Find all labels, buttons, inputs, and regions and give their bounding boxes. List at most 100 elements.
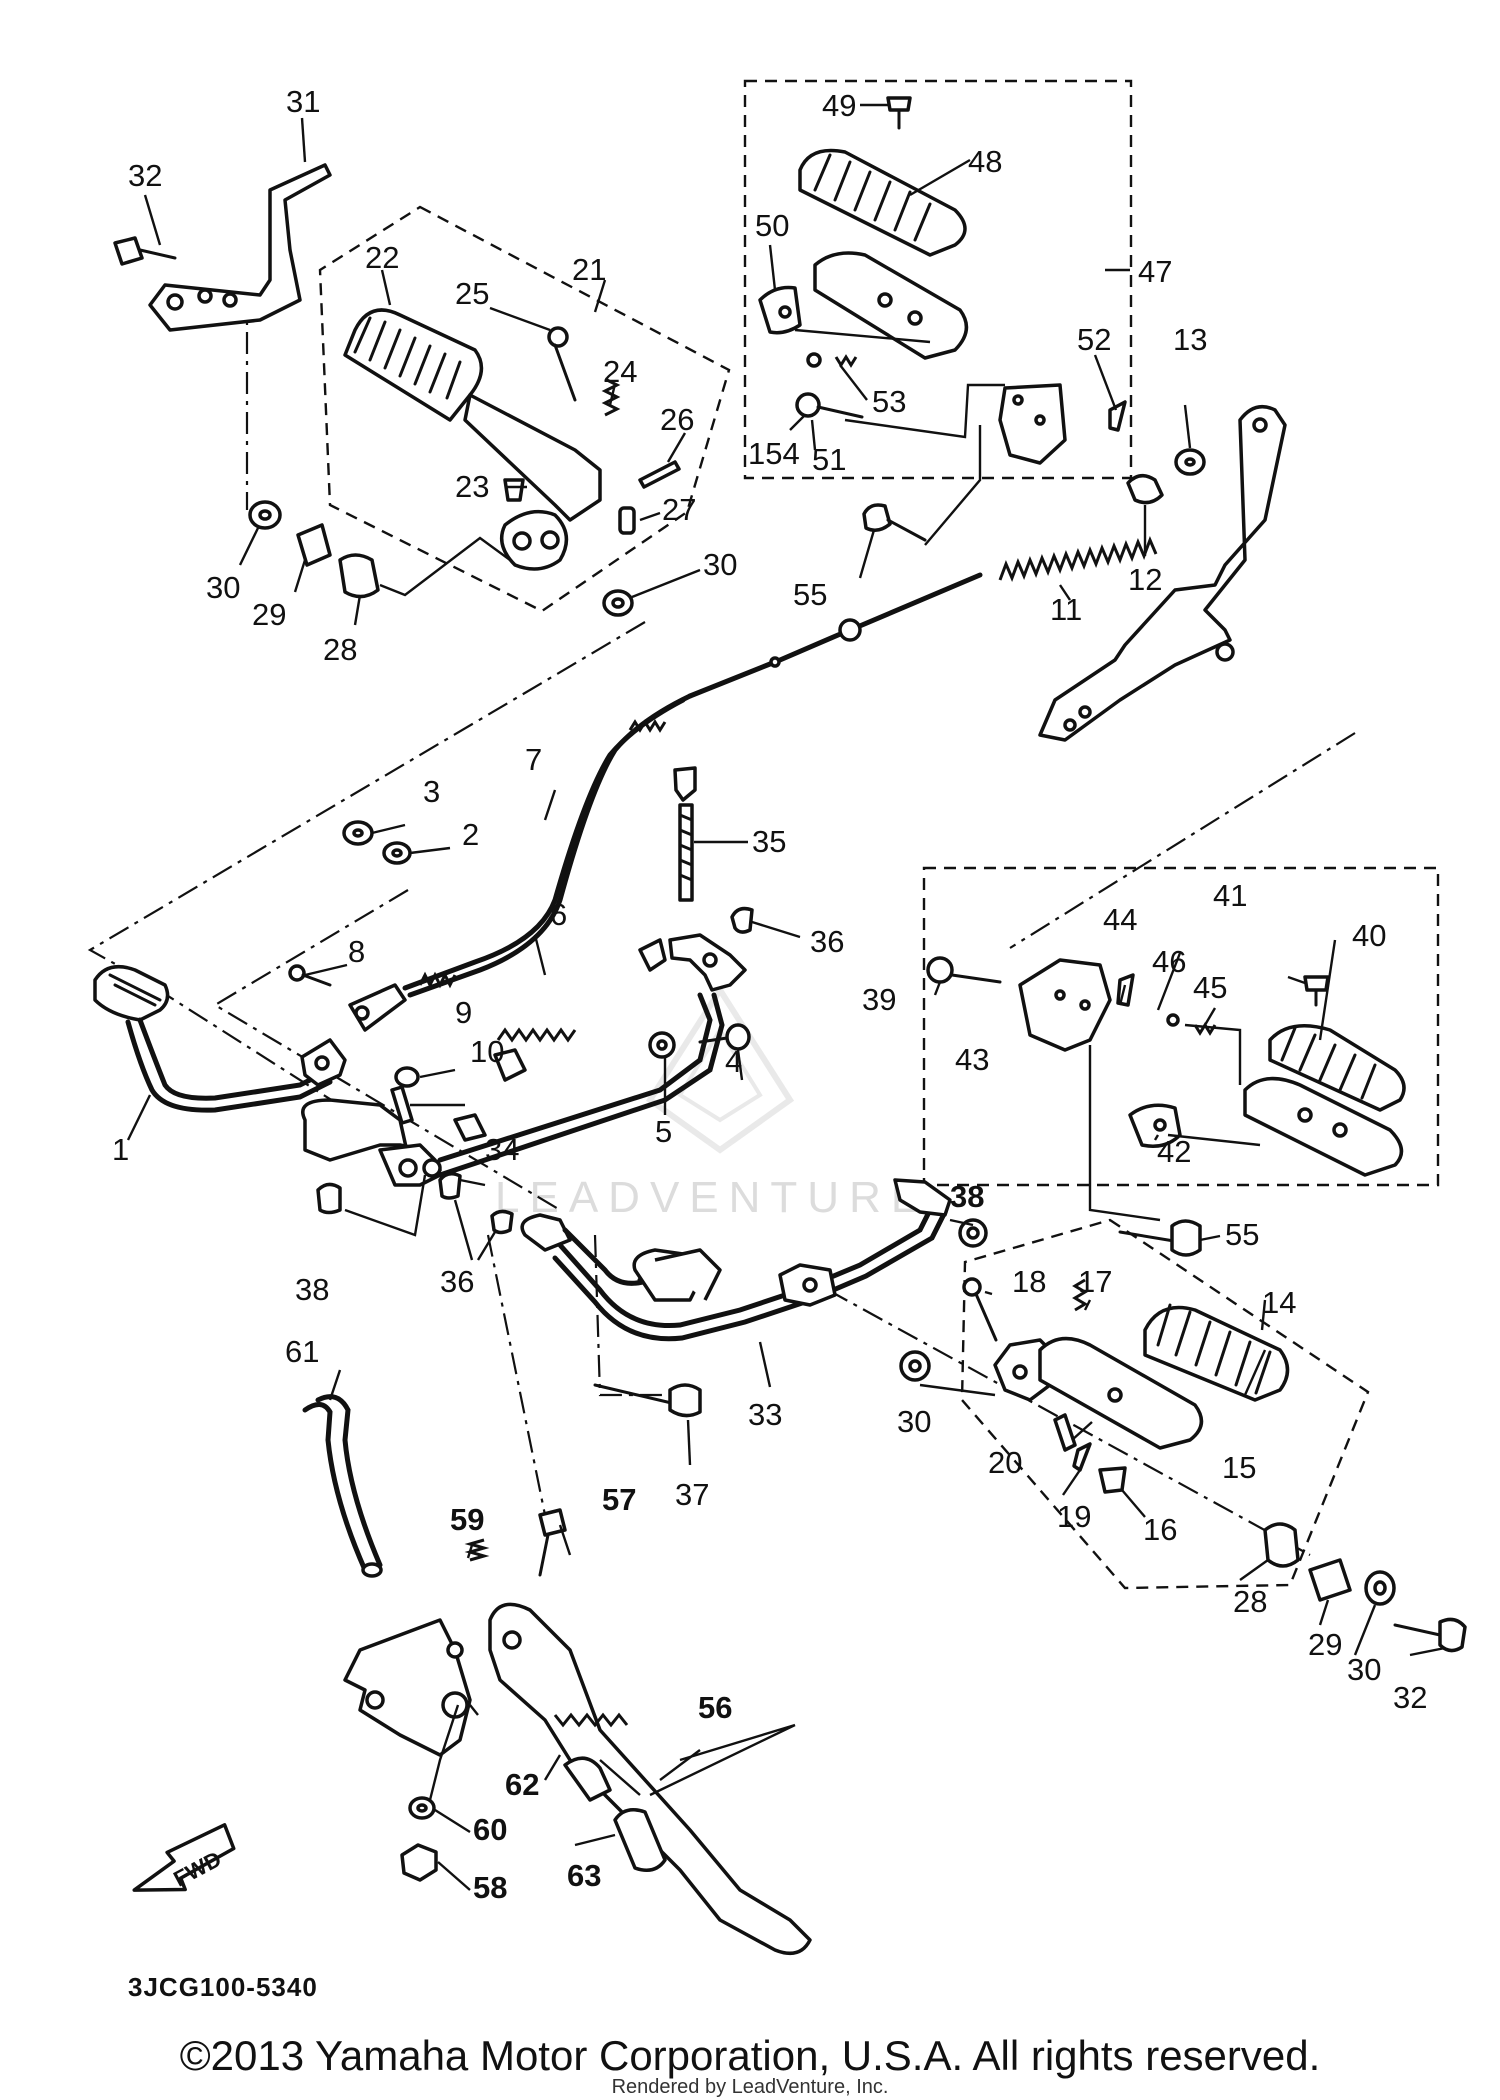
callout-42: 42 — [1157, 1134, 1191, 1169]
callout-35: 35 — [752, 824, 786, 859]
washer-30-r2 — [1364, 1570, 1396, 1606]
stopper-16 — [1098, 1466, 1127, 1494]
spring-62 — [553, 1712, 629, 1728]
callout-34: 34 — [485, 1132, 519, 1167]
group-box-21 — [318, 205, 731, 613]
spring-53 — [834, 354, 858, 368]
callout-8: 8 — [348, 934, 365, 969]
callout-60: 60 — [473, 1812, 507, 1847]
callout-14: 14 — [1262, 1285, 1296, 1320]
footrest-bracket-21 — [463, 393, 602, 571]
assembly-line-a — [87, 621, 646, 1151]
footrest-47 — [813, 251, 969, 360]
ball-46 — [1166, 1013, 1180, 1027]
ball-154 — [806, 352, 822, 368]
callout-47: 47 — [1138, 254, 1172, 289]
callout-51: 51 — [812, 442, 846, 477]
stand-bracket — [343, 1618, 472, 1757]
callout-26: 26 — [660, 402, 694, 437]
callout-45: 45 — [1193, 970, 1227, 1005]
callout-23: 23 — [455, 469, 489, 504]
callout-3: 3 — [423, 774, 440, 809]
callout-21: 21 — [572, 252, 606, 287]
callout-38-right: 38 — [950, 1179, 984, 1214]
callout-32-bottom: 32 — [1393, 1680, 1427, 1715]
pin-43 — [926, 956, 1002, 984]
callout-24: 24 — [603, 354, 637, 389]
group-box-47 — [743, 79, 1133, 480]
brake-rod-7 — [348, 572, 983, 1032]
callout-5: 5 — [655, 1114, 672, 1149]
callout-39: 39 — [862, 982, 896, 1017]
callout-58: 58 — [473, 1870, 507, 1905]
brake-pedal-1 — [93, 964, 333, 1113]
callout-17: 17 — [1078, 1264, 1112, 1299]
bolt-32-top — [113, 236, 177, 266]
callout-55-top: 55 — [793, 577, 827, 612]
callout-leaders — [126, 103, 1446, 1891]
nut-38-left-line — [344, 1174, 427, 1237]
nut-13 — [1174, 448, 1206, 476]
callout-36-top: 36 — [810, 924, 844, 959]
pin-26 — [638, 460, 681, 489]
nut-58 — [400, 1843, 438, 1882]
bracket-39 — [1018, 958, 1112, 1052]
callout-61: 61 — [285, 1334, 319, 1369]
group-39-leaders — [1088, 1023, 1261, 1222]
pin-20 — [1053, 1413, 1077, 1452]
bolt-41 — [1303, 975, 1330, 1007]
pin-18 — [962, 1277, 998, 1342]
callouts: 31 32 21 22 25 24 26 23 27 30 30 29 28 4… — [112, 84, 1427, 1905]
callout-43: 43 — [955, 1042, 989, 1077]
callout-38-left: 38 — [295, 1272, 329, 1307]
callout-30-left: 30 — [206, 570, 240, 605]
collar-5 — [648, 1031, 676, 1059]
callout-1: 1 — [112, 1132, 129, 1167]
group-box-39 — [922, 866, 1440, 1187]
callout-20: 20 — [988, 1445, 1022, 1480]
callout-52: 52 — [1077, 322, 1111, 357]
callout-13: 13 — [1173, 322, 1207, 357]
washer-9 — [394, 1066, 420, 1088]
callout-30-r2: 30 — [1347, 1652, 1381, 1687]
assembly-line-b — [1009, 732, 1356, 949]
bracket-50 — [758, 285, 802, 335]
callout-154: 154 — [748, 436, 800, 471]
bracket-42 — [1128, 1103, 1182, 1148]
spring-6 — [496, 1027, 577, 1043]
pin-52 — [1108, 400, 1127, 432]
bolt-55-top — [862, 503, 927, 542]
spring-59 — [464, 1538, 490, 1562]
washer-30-r1 — [899, 1350, 931, 1382]
collar-29-right — [1308, 1558, 1352, 1602]
hose-61 — [302, 1394, 383, 1578]
callout-33: 33 — [748, 1397, 782, 1432]
callout-57: 57 — [602, 1482, 636, 1517]
callout-46: 46 — [1152, 944, 1186, 979]
callout-9: 9 — [455, 995, 472, 1030]
footrest-bracket-14 — [993, 1336, 1204, 1450]
callout-59: 59 — [450, 1502, 484, 1537]
callout-63: 63 — [567, 1858, 601, 1893]
spring-17 — [1072, 1278, 1088, 1312]
callout-56: 56 — [698, 1690, 732, 1725]
callout-30-r1: 30 — [897, 1404, 931, 1439]
callout-30-mid: 30 — [703, 547, 737, 582]
bolt-55-right — [1118, 1219, 1202, 1257]
callout-50: 50 — [755, 208, 789, 243]
stand-leader — [428, 1704, 460, 1801]
copyright-text: ©2013 Yamaha Motor Corporation, U.S.A. A… — [179, 2032, 1321, 2079]
footrest-rubber-48 — [798, 148, 967, 257]
washer-60 — [408, 1796, 436, 1820]
bolt-37 — [593, 1383, 702, 1418]
callout-41: 41 — [1213, 878, 1247, 913]
callout-16: 16 — [1143, 1512, 1177, 1547]
bolt-36-left — [438, 1172, 462, 1200]
callout-11: 11 — [1050, 592, 1082, 627]
callout-28-right: 28 — [1233, 1584, 1267, 1619]
group-47-leaders — [794, 328, 1005, 439]
callout-31: 31 — [286, 84, 320, 119]
spring-11 — [998, 535, 1158, 583]
pin-10 — [390, 1085, 414, 1125]
